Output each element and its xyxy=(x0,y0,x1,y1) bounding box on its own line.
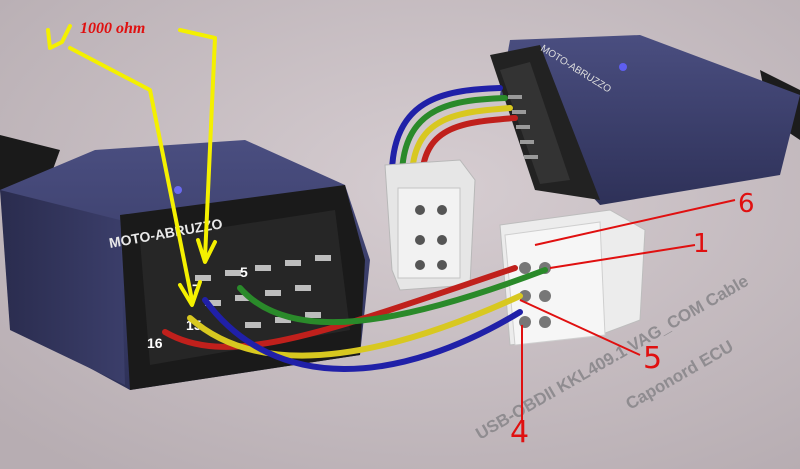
wire-label-5: 5 xyxy=(643,341,662,376)
pin-row-top xyxy=(195,255,331,281)
wire-label-1: 1 xyxy=(693,229,710,259)
front-wires xyxy=(162,265,548,372)
pin-row-bottom xyxy=(245,312,321,328)
back-wires xyxy=(389,85,518,179)
wire-callouts xyxy=(519,199,736,420)
pin-row-middle xyxy=(205,285,311,306)
resistor-note: 1000 ohm xyxy=(80,20,145,37)
wire-label-6: 6 xyxy=(738,189,755,219)
obd-connector-back: MOTO-ABRUZZO xyxy=(490,35,800,205)
pin-label-5: 5 xyxy=(240,264,248,280)
white-plug-small xyxy=(384,159,476,291)
resistor-annotation xyxy=(46,24,217,307)
wire-label-4: 4 xyxy=(510,415,529,450)
pin-label-16: 16 xyxy=(147,335,163,351)
